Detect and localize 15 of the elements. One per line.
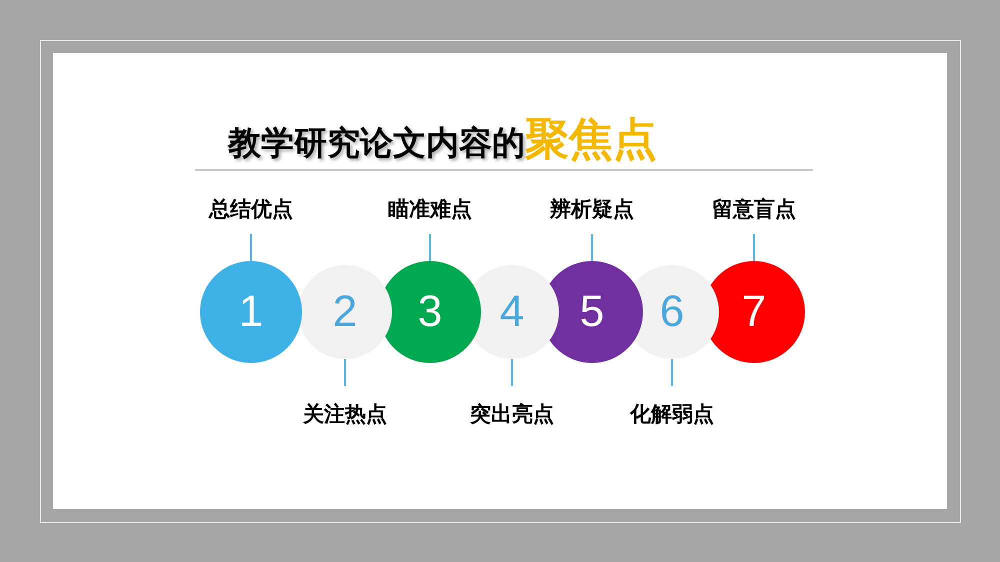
leader-line xyxy=(429,234,431,261)
leader-line xyxy=(753,234,755,261)
leader-line xyxy=(344,359,346,386)
point-label: 总结优点 xyxy=(186,194,316,234)
title: 教学研究论文内容的聚焦点 xyxy=(228,116,657,167)
point-label: 关注热点 xyxy=(280,386,410,430)
leader-line xyxy=(591,234,593,261)
leader-line xyxy=(511,359,513,386)
point-label: 瞄准难点 xyxy=(365,194,495,234)
point-label: 化解弱点 xyxy=(607,386,737,430)
point-label: 留意盲点 xyxy=(689,194,819,234)
point-label: 辨析疑点 xyxy=(527,194,657,234)
leader-line xyxy=(671,359,673,386)
point-label: 突出亮点 xyxy=(447,386,577,430)
leader-line xyxy=(250,234,252,261)
